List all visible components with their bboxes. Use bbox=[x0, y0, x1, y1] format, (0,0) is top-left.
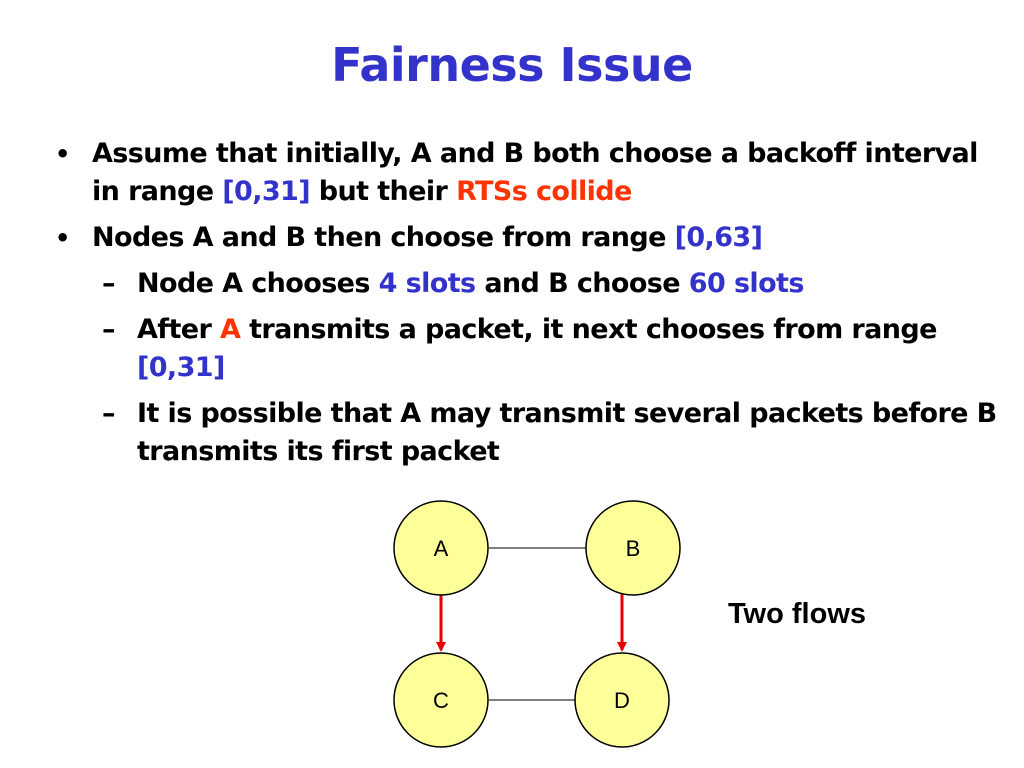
node-d: D bbox=[574, 652, 670, 748]
slots-highlight-a: 4 slots bbox=[378, 268, 476, 299]
bullet-text: Assume that initially, A and B both choo… bbox=[92, 138, 978, 207]
bullet-marker: • bbox=[55, 140, 70, 168]
range-highlight: [0,31] bbox=[222, 176, 310, 207]
bullet-marker: • bbox=[55, 224, 70, 252]
node-c-label: C bbox=[433, 688, 449, 713]
node-a: A bbox=[393, 500, 489, 596]
node-a-highlight: A bbox=[219, 314, 241, 345]
sub-bullet-possible-starvation: – It is possible that A may transmit sev… bbox=[55, 395, 1005, 471]
slots-highlight-b: 60 slots bbox=[688, 268, 805, 299]
bullet-text: Node A chooses bbox=[137, 268, 379, 299]
node-a-label: A bbox=[434, 536, 449, 561]
range-highlight: [0,31] bbox=[137, 352, 225, 383]
bullet-text: It is possible that A may transmit sever… bbox=[137, 398, 997, 467]
sub-bullet-marker: – bbox=[102, 314, 116, 345]
bullet-item-initial-backoff: • Assume that initially, A and B both ch… bbox=[55, 135, 1005, 211]
range-highlight: [0,63] bbox=[674, 222, 763, 253]
bullet-item-new-range: • Nodes A and B then choose from range [… bbox=[55, 219, 1005, 257]
collision-highlight: RTSs collide bbox=[456, 176, 632, 207]
bullet-text: and B choose bbox=[475, 268, 689, 299]
node-b-label: B bbox=[626, 536, 641, 561]
bullet-text: but their bbox=[309, 176, 457, 207]
slide-title: Fairness Issue bbox=[331, 38, 693, 92]
bullet-text: transmits a packet, it next chooses from… bbox=[240, 314, 937, 345]
sub-bullet-slots: – Node A chooses 4 slots and B choose 60… bbox=[55, 265, 1005, 303]
bullet-text: Nodes A and B then choose from range bbox=[92, 222, 675, 253]
node-b: B bbox=[585, 500, 681, 596]
bullet-text: After bbox=[137, 314, 220, 345]
bullet-list: • Assume that initially, A and B both ch… bbox=[55, 135, 1005, 479]
node-c: C bbox=[393, 652, 489, 748]
diagram-caption: Two flows bbox=[728, 598, 867, 630]
node-d-label: D bbox=[614, 688, 630, 713]
sub-bullet-marker: – bbox=[102, 268, 116, 299]
sub-bullet-after-transmit: – After A transmits a packet, it next ch… bbox=[55, 311, 1005, 387]
sub-bullet-marker: – bbox=[102, 398, 116, 429]
